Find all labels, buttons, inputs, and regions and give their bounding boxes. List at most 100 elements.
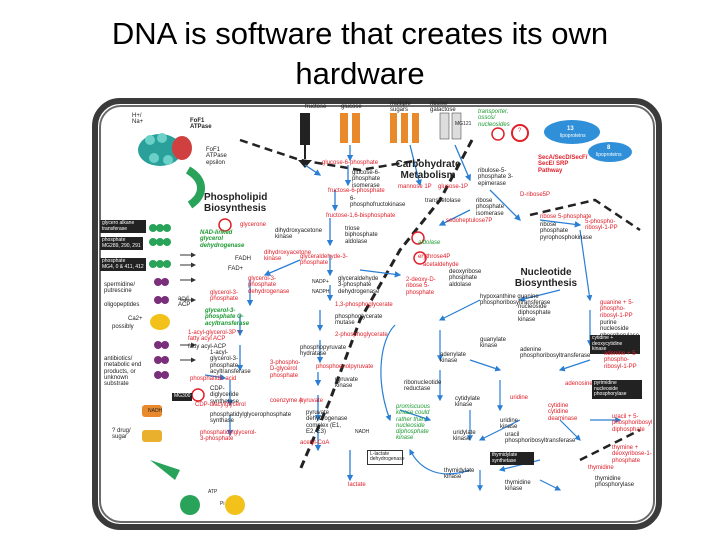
title-line-2: hardware [295, 56, 425, 91]
label-uracil: uracil + 5-phosphoribosyl diphosphate [612, 414, 653, 433]
label-uridine-kinase: uridine kinase [500, 418, 519, 431]
label-guanylate-kinase: guanylate kinase [480, 337, 507, 350]
label-ldh: L-lactate dehydrogenase [367, 450, 404, 465]
label-d-ribose: D-ribose5P [520, 192, 551, 198]
label-thymidylate-synthetase: thymidylate synthetase [490, 452, 534, 465]
label-enolase: phosphopyruvate hydratase [300, 345, 347, 358]
label-ribose-galactose: ribose/ galactose [430, 101, 456, 114]
label-pfk: 6-phosphofructokinase [350, 196, 406, 209]
label-sedoheptulose: sedoheptulose7P [446, 218, 493, 224]
label-guanine: guanine + 5-phospho-ribosyl-1-PP [600, 300, 634, 319]
label-fbp: fructose-1,6-bisphosphate [326, 213, 396, 219]
label-thymidine: thymidine [588, 465, 614, 471]
phosphate-1-name: phosphate [102, 237, 126, 243]
label-pyrimidine-phosphorylase: pyrimidine nucleoside phosphorylase [592, 380, 642, 399]
label-glycerone: glycerone [240, 222, 267, 228]
label-ribulose: ribulose-5-phosphate 3-epimerase [478, 168, 514, 187]
label-gapdh: glyceraldehyde 3-phosphate dehydrogenase [338, 276, 380, 295]
label-atpase: FoF1 ATPase [190, 118, 212, 131]
glucose-transporter [340, 113, 360, 143]
label-cytidine: cytidine cytidine deaminase [548, 403, 578, 422]
label-acetaldehyde: acetaldehyde [423, 262, 459, 268]
label-acyl-glycerol-2: 1-acyl-glycerol-3-phosphate acyltransfer… [210, 350, 251, 375]
label-nadh-2: NADH [355, 429, 370, 435]
label-cdp-synthetase: CDP-diglyceride synthetase [210, 386, 240, 405]
phosphate-2-name: phosphate [102, 258, 126, 264]
label-adenylate-kinase: adenylate kinase [440, 352, 467, 365]
label-nadh: NADH [148, 408, 163, 414]
label-pyk: pyruvate kinase [335, 377, 359, 390]
label-acetyl-coa: acetyl-CoA [300, 440, 330, 446]
label-pdh: pyruvate dehydrogenase complex (E1, E2, … [306, 410, 348, 435]
label-mg121: MG121 [455, 121, 472, 127]
label-cytidylate-kinase: cytidylate kinase [455, 396, 481, 409]
title-line-1: DNA is software that creates its own [111, 16, 609, 51]
label-acyl-glycerol: 1-acyl-glycerol-3P + fatty acyl ACP [188, 330, 242, 343]
label-nad-linked: NAD-linked glycerol dehydrogenase [200, 230, 245, 249]
fructose-transporter [298, 113, 312, 168]
label-coenzyme-a: coenzyme A [270, 398, 303, 404]
label-thymine: thymine + deoxyribose-1-phosphate [612, 445, 652, 464]
lipoprotein-count: 13 [567, 126, 574, 132]
label-pgp-synthase: phosphatidylglycerophosphate synthase [210, 412, 292, 425]
phospholipid-title: Phospholipid Biosynthesis [204, 192, 268, 214]
label-aldolase: aldolase [418, 240, 441, 246]
label-fad: FAD+ [228, 266, 244, 272]
phosphate-2-code: MG4, 0 & 411, 412 [102, 263, 144, 270]
label-uridine: uridine [510, 395, 529, 401]
label-pump-atp: ATP [208, 489, 218, 495]
label-g6p: glucose-6-phosphate [322, 160, 379, 166]
label-adenine: adenine + 5-phospho-ribosyl-1-PP [604, 351, 638, 370]
label-g3p-acyltransferase: glycerol-3-phosphate O-acyltransferase [205, 308, 250, 327]
label-uracil-prt: uracil phosphoribosyltransferase [505, 432, 576, 445]
label-ribonucleotide-reductase: ribonucleotide reductase [404, 380, 442, 393]
label-spermidine: spermidine/ putrescine [104, 282, 136, 295]
label-erythrose: erythrose4P [418, 254, 451, 260]
label-antibiotics: antibiotics/ metabolic end products, or … [104, 356, 142, 388]
cell-membrane-inner [99, 105, 655, 523]
ribose-transporter [439, 112, 462, 140]
label-drug-sugar: ? drug/ sugar [112, 428, 131, 441]
sugar-transporter [390, 113, 419, 143]
label-apt: adenine phosphoribosyltransferase [520, 347, 591, 360]
label-nadph: NADPH [312, 289, 330, 295]
label-glycero: glycero alkane transferase [100, 220, 146, 233]
label-thymidine-phosphorylase: thymidine phosphorylase [595, 476, 635, 489]
label-atpase-2: FoF1 ATPase epsilon [206, 147, 227, 166]
label-fatty-acyl: fatty acyl-ACP [188, 344, 227, 350]
label-transketolase: transketolase [425, 198, 461, 204]
label-dhap: dihydroxyacetone kinase [264, 250, 312, 263]
label-calcium: Ca2+ [128, 316, 143, 322]
lipoprotein-label: lipoproteins [560, 133, 586, 139]
label-glycerol-3p: glycerol-3-phosphate [210, 290, 239, 303]
label-aldolase-triose: triose biphosphate aldolase [345, 226, 378, 245]
label-mannose: mannose 1P [398, 184, 432, 190]
label-secretion: SecA/SecD/SecF/ SecE/ SRP Pathway [538, 155, 588, 174]
label-glucose: glucose [341, 104, 362, 110]
question-mark-1: ? [518, 128, 522, 134]
label-lactate: lactate [348, 482, 366, 488]
label-f6p: fructose-6-phosphate [328, 188, 385, 194]
label-ion: H+/ Na+ [132, 113, 144, 126]
label-glycerol-phosphate: 3-phospho-D-glycerol phosphate [270, 360, 301, 379]
label-nadp: NADP+ [312, 279, 329, 285]
label-acyl-acp: acyl ACP [178, 296, 191, 309]
slide-title: DNA is software that creates its own har… [0, 14, 720, 94]
label-nucleoside-kinase: nucleoside diphosphate kinase [518, 304, 551, 323]
lipoprotein-count-2: 8 [607, 145, 611, 151]
label-cdp-dag: CDP-diacylglycerol [195, 402, 246, 408]
label-fructose: fructose [305, 104, 327, 110]
label-ribose-1pp: 5-phospho-ribosyl-1-PP [585, 219, 618, 232]
label-hgprt: hypoxanthine guanine phosphoribosyltrans… [480, 294, 551, 307]
label-glucose-1p: glucose-1P [438, 184, 469, 190]
label-ribose5p: ribose 5-phosphate [540, 214, 592, 220]
label-pgp: phosphatidylglycerol-3-phosphate [200, 430, 257, 443]
label-mg300: MG300 [172, 393, 193, 401]
label-g3p: glyceraldehyde-3-phosphate [300, 254, 348, 267]
label-oligopeptides: oligopeptides [104, 302, 140, 308]
label-promiscuous-kinase: promiscuous kinase could rather than nuc… [396, 404, 431, 442]
label-pyruvate: pyruvate [300, 398, 324, 404]
carbohydrate-title: Carbohydrate Metabolism [395, 159, 461, 181]
label-13bpg: 1,3-phosphoglycerate [335, 302, 393, 308]
